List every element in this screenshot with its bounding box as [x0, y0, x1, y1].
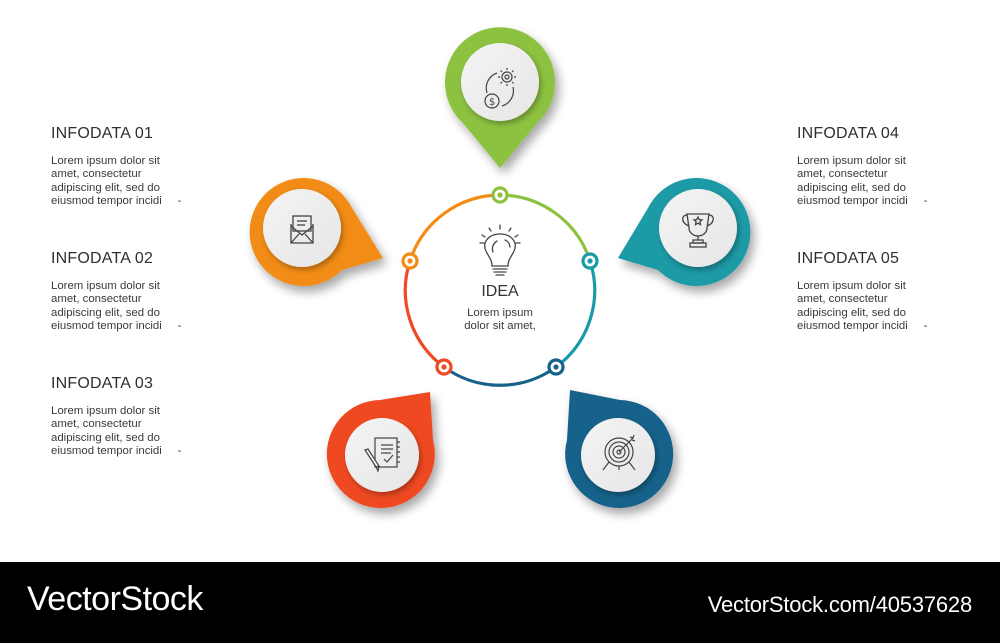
infodata-04-block: INFODATA 04 Lorem ipsum dolor sit amet, … [797, 125, 967, 209]
gear-dollar-cycle-icon: $ [484, 68, 516, 109]
infodata-03-body: Lorem ipsum dolor sit amet, consectetur … [51, 405, 182, 458]
infodata-03-title: INFODATA 03 [51, 375, 154, 392]
target-arrow-icon [602, 434, 636, 471]
brand-logo-text: VectorStock [27, 580, 203, 618]
trophy-icon [682, 213, 714, 248]
infodata-01-body: Lorem ipsum dolor sit amet, consectetur … [51, 155, 182, 208]
watermark-footer: VectorStock VectorStock.com/40537628 [0, 562, 1000, 643]
envelope-letter-icon [290, 215, 314, 244]
infodata-05-title: INFODATA 05 [797, 250, 900, 267]
infodata-05-block: INFODATA 05 Lorem ipsum dolor sit amet, … [797, 250, 967, 334]
center-title: IDEA [481, 283, 519, 300]
cycle-diagram: $ [249, 27, 751, 508]
central-ring [403, 193, 597, 387]
badge-red [326, 392, 435, 508]
infodata-02-block: INFODATA 02 Lorem ipsum dolor sit amet, … [51, 250, 221, 334]
infodata-04-body: Lorem ipsum dolor sit amet, consectetur … [797, 155, 928, 208]
infodata-01-block: INFODATA 01 Lorem ipsum dolor sit amet, … [51, 125, 221, 209]
infodata-01-title: INFODATA 01 [51, 125, 154, 142]
lightbulb-icon [479, 224, 521, 276]
infodata-05-body: Lorem ipsum dolor sit amet, consectetur … [797, 280, 928, 333]
badge-teal [618, 178, 751, 287]
infodata-02-body: Lorem ipsum dolor sit amet, consectetur … [51, 280, 182, 333]
infographic-canvas: INFODATA 01 Lorem ipsum dolor sit amet, … [51, 27, 967, 508]
infodata-03-block: INFODATA 03 Lorem ipsum dolor sit amet, … [51, 375, 221, 459]
center-body: Lorem ipsum dolor sit amet, [464, 307, 536, 333]
badge-orange [249, 178, 383, 287]
badge-blue [565, 390, 674, 508]
svg-text:$: $ [489, 97, 495, 108]
badge-green: $ [444, 27, 555, 168]
infodata-02-title: INFODATA 02 [51, 250, 154, 267]
image-reference: VectorStock.com/40537628 [707, 592, 972, 617]
infodata-04-title: INFODATA 04 [797, 125, 900, 142]
notepad-pen-icon [364, 437, 400, 473]
ring-nodes [401, 186, 599, 376]
